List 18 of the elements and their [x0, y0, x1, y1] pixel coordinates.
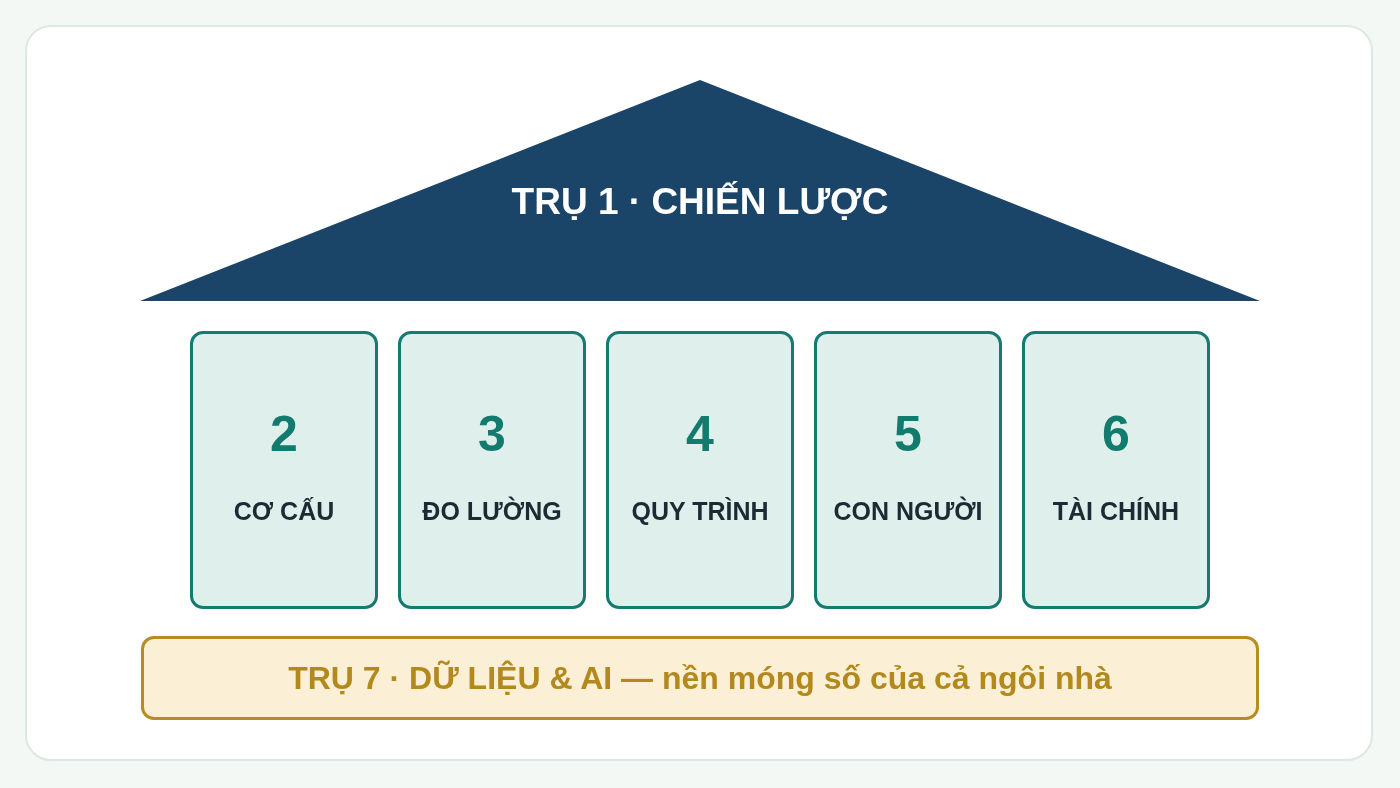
pillar-label: QUY TRÌNH — [631, 496, 769, 526]
foundation-band — [141, 636, 1259, 720]
pillar-number: 4 — [686, 406, 714, 462]
pillar-box — [814, 331, 1002, 609]
pillar-number: 5 — [894, 406, 922, 462]
pillar-label: CƠ CẤU — [233, 496, 335, 526]
pillar-label: CON NGƯỜI — [833, 496, 983, 526]
pillar-label: ĐO LƯỜNG — [422, 496, 562, 526]
pillar-box — [1022, 331, 1210, 609]
pillar-number: 2 — [270, 406, 298, 462]
pillar-label: TÀI CHÍNH — [1052, 496, 1180, 526]
pillar-number: 3 — [478, 406, 506, 462]
pillar-box — [190, 331, 378, 609]
pillar-number: 6 — [1102, 406, 1130, 462]
foundation-label: TRỤ 7 · DỮ LIỆU & AI — nền móng số của cả ngôi nhà — [288, 659, 1112, 697]
pillar-box — [398, 331, 586, 609]
roof-title: TRỤ 1 · CHIẾN LƯỢC — [511, 180, 889, 224]
pillar-box — [606, 331, 794, 609]
